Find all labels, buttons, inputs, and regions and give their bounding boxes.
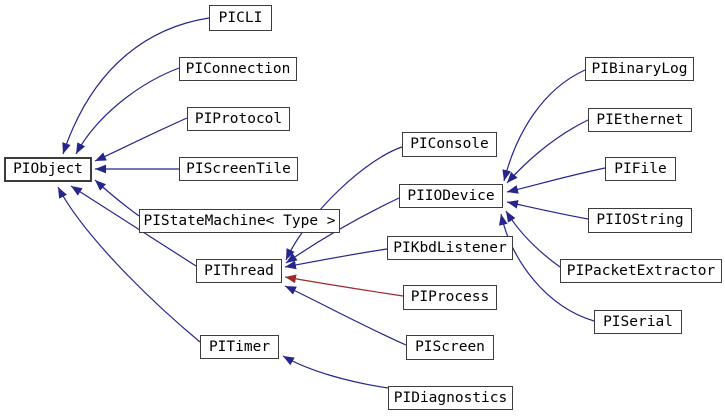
class-node-PIKbdListener[interactable]: PIKbdListener	[387, 236, 513, 260]
class-node-PIThread[interactable]: PIThread	[196, 259, 282, 283]
edge-PIBinaryLog-to-PIIODevice	[502, 69, 586, 182]
class-node-PIDiagnostics[interactable]: PIDiagnostics	[388, 386, 513, 410]
edge-PIConsole-to-PIThread	[285, 146, 403, 261]
class-node-PIProcess[interactable]: PIProcess	[403, 285, 497, 310]
class-node-PIConnection[interactable]: PIConnection	[179, 57, 297, 81]
edge-PIKbdListener-to-PIThread	[284, 248, 388, 270]
class-node-PICLI[interactable]: PICLI	[209, 5, 272, 31]
class-node-label: PIIOString	[596, 212, 684, 229]
edge-group	[57, 17, 606, 389]
class-node-PIScreen[interactable]: PIScreen	[406, 335, 494, 360]
class-node-label: PIScreen	[415, 339, 485, 356]
class-node-label: PIScreenTile	[186, 160, 291, 177]
class-node-PIFile[interactable]: PIFile	[605, 157, 676, 181]
edge-PIStateMachine-to-PIObject	[94, 179, 140, 217]
class-node-label: PIKbdListener	[393, 239, 507, 256]
class-node-PIScreenTile[interactable]: PIScreenTile	[179, 157, 298, 181]
class-node-label: PITimer	[208, 338, 271, 355]
edge-PIScreen-to-PIThread	[284, 285, 407, 346]
class-node-PIIOString[interactable]: PIIOString	[588, 208, 692, 233]
edge-PIConnection-to-PIObject	[75, 67, 180, 155]
edge-PIIOString-to-PIIODevice	[506, 200, 589, 220]
class-node-PITimer[interactable]: PITimer	[200, 335, 279, 359]
class-node-label: PIObject	[13, 161, 83, 178]
edge-PISerial-to-PIIODevice	[498, 213, 595, 322]
class-node-label: PIStateMachine< Type >	[143, 212, 336, 229]
edge-PIFile-to-PIIODevice	[506, 167, 606, 194]
class-node-label: PICLI	[218, 9, 263, 26]
edge-PITimer-to-PIObject	[57, 186, 201, 343]
class-node-label: PIEthernet	[596, 111, 684, 128]
edge-PICLI-to-PIObject	[62, 17, 210, 155]
class-node-label: PIBinaryLog	[591, 60, 688, 77]
edge-PIProcess-to-PIThread	[284, 274, 404, 297]
class-node-label: PIProcess	[410, 289, 490, 306]
class-node-label: PIDiagnostics	[393, 389, 508, 406]
class-node-PIPacketExtractor[interactable]: PIPacketExtractor	[560, 259, 722, 283]
edge-PIThread-to-PIObject	[70, 185, 197, 267]
class-node-label: PIIODevice	[407, 187, 495, 204]
class-node-PISerial[interactable]: PISerial	[594, 310, 682, 334]
class-node-PIObject[interactable]: PIObject	[4, 157, 92, 182]
edge-PIEthernet-to-PIIODevice	[506, 119, 589, 184]
class-node-label: PIConsole	[410, 136, 489, 153]
edge-PIPacketExtractor-to-PIIODevice	[505, 210, 561, 268]
class-node-label: PIPacketExtractor	[566, 262, 716, 279]
edge-PIProtocol-to-PIObject	[94, 117, 188, 162]
edge-PIDiagnostics-to-PITimer	[282, 355, 389, 389]
class-node-label: PIConnection	[185, 60, 291, 77]
class-node-label: PIProtocol	[194, 110, 283, 127]
class-node-PIConsole[interactable]: PIConsole	[402, 132, 497, 157]
class-node-label: PIFile	[614, 160, 667, 177]
class-node-PIIODevice[interactable]: PIIODevice	[399, 184, 503, 208]
class-node-PIProtocol[interactable]: PIProtocol	[187, 107, 290, 131]
class-node-label: PIThread	[204, 262, 274, 279]
class-node-label: PISerial	[603, 313, 673, 330]
class-node-PIStateMachine[interactable]: PIStateMachine< Type >	[139, 209, 340, 233]
class-node-PIBinaryLog[interactable]: PIBinaryLog	[585, 57, 694, 81]
class-node-PIEthernet[interactable]: PIEthernet	[588, 108, 692, 132]
